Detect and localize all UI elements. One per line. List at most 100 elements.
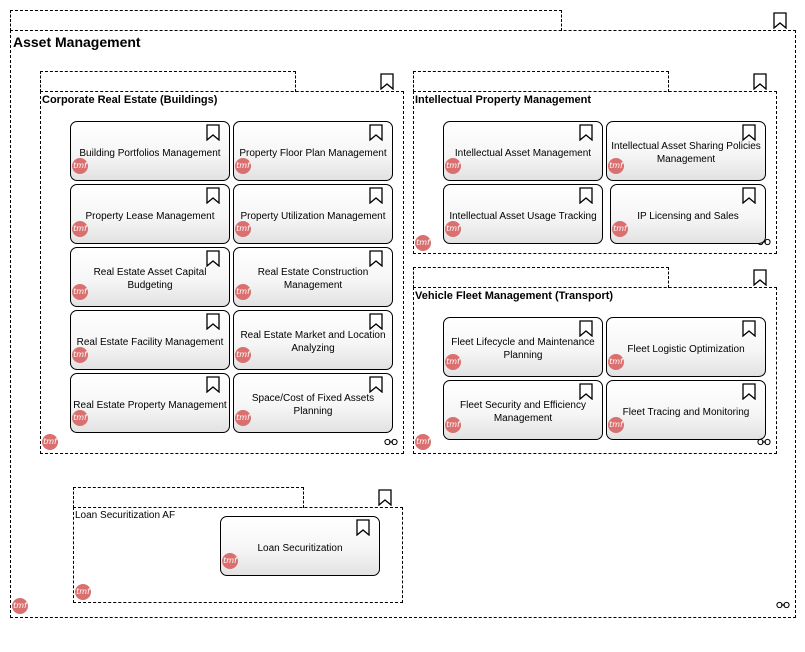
link-icon [776,601,790,609]
card-label: Fleet Logistic Optimization [627,343,745,355]
capability-card-intellectual-asset-sharing-policies-management[interactable]: Intellectual Asset Sharing Policies Mana… [606,121,766,181]
card-label: Building Portfolios Management [79,147,221,159]
bookmark-icon [579,320,593,337]
vehicle-fleet-title: Vehicle Fleet Management (Transport) [415,290,614,302]
capability-card-space-cost-of-fixed-assets-planning[interactable]: Space/Cost of Fixed Assets Planning tmf [233,373,393,433]
bookmark-icon [369,313,383,330]
capability-card-property-utilization-management[interactable]: Property Utilization Management tmf [233,184,393,244]
loan-securitization-title: Loan Securitization AF [75,510,176,521]
bookmark-icon [742,124,756,141]
bookmark-icon [206,187,220,204]
card-label: Property Utilization Management [240,210,386,222]
bookmark-icon [356,519,370,536]
bookmark-icon [206,376,220,393]
link-icon [384,438,398,446]
bookmark-icon [206,124,220,141]
bookmark-icon [579,383,593,400]
tmf-badge: tmf [235,410,251,426]
tmf-badge: tmf [445,158,461,174]
capability-card-fleet-tracing-and-monitoring[interactable]: Fleet Tracing and Monitoring tmf [606,380,766,440]
vehicle-fleet-tab [413,267,669,288]
capability-card-fleet-logistic-optimization[interactable]: Fleet Logistic Optimization tmf [606,317,766,377]
tmf-badge: tmf [72,221,88,237]
bookmark-icon [380,73,394,90]
asset-management-group[interactable] [10,30,796,618]
tmf-badge: tmf [415,434,431,450]
vehicle-fleet-group[interactable] [413,287,777,454]
capability-card-ip-licensing-and-sales[interactable]: IP Licensing and Sales tmf [610,184,766,244]
corporate-real-estate-title: Corporate Real Estate (Buildings) [42,94,218,106]
card-label: Intellectual Asset Sharing Policies Mana… [611,141,761,165]
capability-card-intellectual-asset-usage-tracking[interactable]: Intellectual Asset Usage Tracking tmf [443,184,603,244]
tmf-badge: tmf [222,553,238,569]
tmf-badge: tmf [75,584,91,600]
tmf-badge: tmf [72,410,88,426]
capability-card-real-estate-facility-management[interactable]: Real Estate Facility Management tmf [70,310,230,370]
intellectual-property-group[interactable] [413,91,777,254]
tmf-badge: tmf [445,221,461,237]
capability-card-real-estate-asset-capital-budgeting[interactable]: Real Estate Asset Capital Budgeting tmf [70,247,230,307]
tmf-badge: tmf [445,354,461,370]
loan-securitization-group[interactable] [73,507,403,603]
card-label: Real Estate Asset Capital Budgeting [93,267,207,291]
tmf-badge: tmf [235,284,251,300]
bookmark-icon [742,383,756,400]
tmf-badge: tmf [12,598,28,614]
card-label: Fleet Tracing and Monitoring [622,406,750,418]
bookmark-icon [369,250,383,267]
capability-card-intellectual-asset-management[interactable]: Intellectual Asset Management tmf [443,121,603,181]
bookmark-icon [579,124,593,141]
bookmark-icon [753,269,767,286]
bookmark-icon [206,250,220,267]
bookmark-icon [378,489,392,506]
tmf-badge: tmf [608,158,624,174]
intellectual-property-tab [413,71,669,92]
bookmark-icon [742,187,756,204]
corporate-real-estate-group[interactable] [40,91,404,454]
tmf-badge: tmf [608,354,624,370]
card-label: Fleet Lifecycle and Maintenance Planning [451,337,595,361]
bookmark-icon [753,73,767,90]
card-label: Real Estate Property Management [73,399,227,411]
tmf-badge: tmf [42,434,58,450]
capability-card-property-floor-plan-management[interactable]: Property Floor Plan Management tmf [233,121,393,181]
card-label: Intellectual Asset Usage Tracking [449,210,597,222]
tmf-badge: tmf [612,221,628,237]
card-label: Real Estate Market and Location Analyzin… [240,330,386,354]
tmf-badge: tmf [415,235,431,251]
tmf-badge: tmf [235,347,251,363]
card-label: Loan Securitization [257,542,343,554]
asset-management-tab [10,10,562,31]
tmf-badge: tmf [235,221,251,237]
card-label: IP Licensing and Sales [637,210,739,222]
capability-card-real-estate-property-management[interactable]: Real Estate Property Management tmf [70,373,230,433]
capability-card-loan-securitization[interactable]: Loan Securitization tmf [220,516,380,576]
capability-card-building-portfolios-management[interactable]: Building Portfolios Management tmf [70,121,230,181]
bookmark-icon [773,12,787,29]
tmf-badge: tmf [445,417,461,433]
bookmark-icon [206,313,220,330]
card-label: Space/Cost of Fixed Assets Planning [251,393,375,417]
card-label: Real Estate Construction Management [257,267,369,291]
tmf-badge: tmf [72,158,88,174]
capability-card-fleet-lifecycle-and-maintenance-planning[interactable]: Fleet Lifecycle and Maintenance Planning… [443,317,603,377]
card-label: Property Lease Management [85,210,215,222]
card-label: Property Floor Plan Management [239,147,387,159]
capability-card-fleet-security-and-efficiency-management[interactable]: Fleet Security and Efficiency Management… [443,380,603,440]
capability-card-property-lease-management[interactable]: Property Lease Management tmf [70,184,230,244]
tmf-badge: tmf [72,347,88,363]
bookmark-icon [369,187,383,204]
card-label: Fleet Security and Efficiency Management [460,400,586,424]
tmf-badge: tmf [72,284,88,300]
tmf-badge: tmf [608,417,624,433]
capability-card-real-estate-market-and-location-analyzing[interactable]: Real Estate Market and Location Analyzin… [233,310,393,370]
bookmark-icon [742,320,756,337]
tmf-badge: tmf [235,158,251,174]
intellectual-property-title: Intellectual Property Management [415,94,592,106]
card-label: Intellectual Asset Management [454,147,592,159]
loan-securitization-tab [73,487,304,508]
asset-management-title: Asset Management [13,34,141,50]
capability-card-real-estate-construction-management[interactable]: Real Estate Construction Management tmf [233,247,393,307]
corporate-real-estate-tab [40,71,296,92]
bookmark-icon [369,124,383,141]
